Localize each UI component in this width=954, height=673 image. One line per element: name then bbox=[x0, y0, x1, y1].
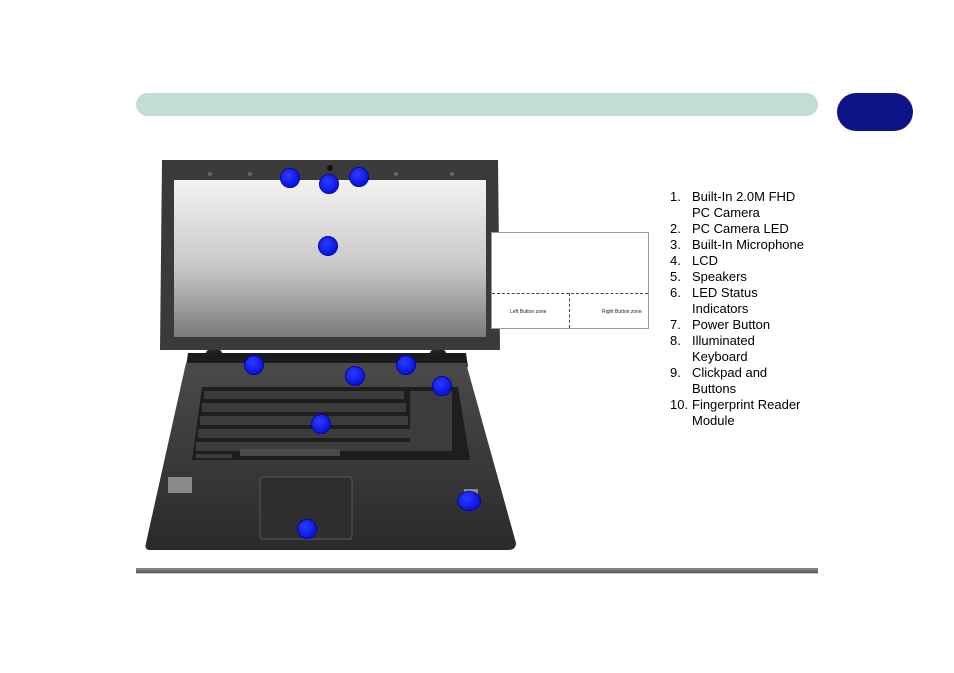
callout-8 bbox=[311, 414, 331, 434]
callout-9 bbox=[297, 519, 317, 539]
callout-3 bbox=[349, 167, 369, 187]
right-button-zone-label: Right Button zone bbox=[602, 309, 642, 315]
legend-item: 5.Speakers bbox=[670, 269, 747, 284]
legend-item: 8.Illuminated Keyboard bbox=[670, 333, 755, 364]
legend-item: 4.LCD bbox=[670, 253, 719, 268]
callout-1 bbox=[319, 174, 339, 194]
callout-5b bbox=[396, 355, 416, 375]
component-legend: 1.Built-In 2.0M FHD PC Camera 2.PC Camer… bbox=[670, 189, 830, 429]
callout-6 bbox=[345, 366, 365, 386]
legend-item: 3.Built-In Microphone bbox=[670, 237, 804, 252]
footer-rule bbox=[136, 568, 818, 573]
touchpad-zone-diagram: Left Button zone Right Button zone bbox=[491, 232, 649, 329]
header-bar bbox=[136, 93, 818, 116]
legend-item: 1.Built-In 2.0M FHD PC Camera bbox=[670, 189, 796, 220]
zone-divider-horizontal bbox=[492, 293, 648, 294]
legend-item: 2.PC Camera LED bbox=[670, 221, 789, 236]
callout-7 bbox=[432, 376, 452, 396]
callout-2 bbox=[280, 168, 300, 188]
left-button-zone-label: Left Button zone bbox=[510, 309, 547, 315]
callout-10 bbox=[457, 491, 481, 511]
callout-5a bbox=[244, 355, 264, 375]
legend-item: 6.LED Status Indicators bbox=[670, 285, 758, 316]
callout-4 bbox=[318, 236, 338, 256]
legend-item: 7.Power Button bbox=[670, 317, 771, 332]
zone-divider-vertical bbox=[569, 293, 570, 328]
legend-item: 10.Fingerprint Reader Module bbox=[670, 397, 801, 428]
footer-rule-shadow bbox=[136, 573, 818, 574]
chapter-tab bbox=[837, 93, 913, 131]
legend-item: 9.Clickpad and Buttons bbox=[670, 365, 768, 396]
